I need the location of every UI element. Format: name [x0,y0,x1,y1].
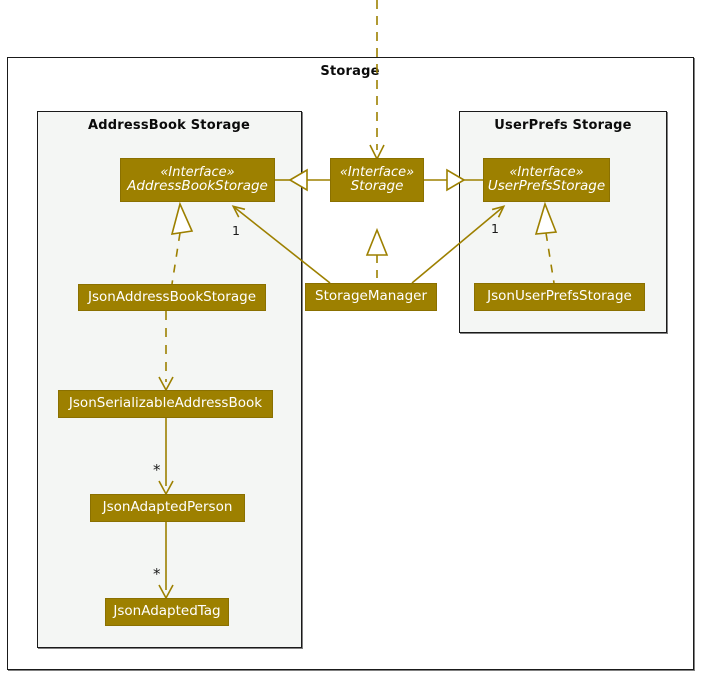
package-addressbook-storage-title: AddressBook Storage [88,118,250,133]
multiplicity-storagemanager-userprefsstorage: 1 [491,221,499,236]
jsonadaptedperson-name: JsonAdaptedPerson [102,499,233,516]
jsonaddressbookstorage-name: JsonAddressBookStorage [87,288,256,305]
storagemanager-name: StorageManager [315,288,427,305]
package-storage-title: Storage [320,64,380,79]
node-jsonserializableaddressbook[interactable]: JsonSerializableAddressBook [58,390,273,418]
addressbookstorage-name: AddressBookStorage [127,177,268,194]
node-addressbookstorage[interactable]: «Interface» AddressBookStorage [120,158,275,202]
multiplicity-person-tag: * [153,565,161,583]
node-jsonaddressbookstorage[interactable]: JsonAddressBookStorage [78,284,266,311]
userprefsstorage-name: UserPrefsStorage [487,177,606,194]
node-jsonadaptedperson[interactable]: JsonAdaptedPerson [90,494,245,522]
jsonadaptedtag-name: JsonAdaptedTag [113,603,221,620]
storage-stereotype: «Interface» [339,165,415,181]
jsonserializableaddressbook-name: JsonSerializableAddressBook [68,395,263,412]
jsonuserprefsstorage-name: JsonUserPrefsStorage [487,288,632,305]
node-storage[interactable]: «Interface» Storage [330,158,424,202]
node-storagemanager[interactable]: StorageManager [305,283,437,311]
storage-name: Storage [350,177,404,194]
node-jsonuserprefsstorage[interactable]: JsonUserPrefsStorage [474,283,645,311]
node-userprefsstorage[interactable]: «Interface» UserPrefsStorage [483,158,610,202]
node-jsonadaptedtag[interactable]: JsonAdaptedTag [105,598,229,626]
userprefsstorage-stereotype: «Interface» [509,165,584,181]
addressbookstorage-stereotype: «Interface» [160,165,235,181]
package-userprefs-storage-title: UserPrefs Storage [494,118,632,133]
multiplicity-storagemanager-addressbookstorage: 1 [232,223,240,238]
multiplicity-serializable-person: * [153,461,161,479]
